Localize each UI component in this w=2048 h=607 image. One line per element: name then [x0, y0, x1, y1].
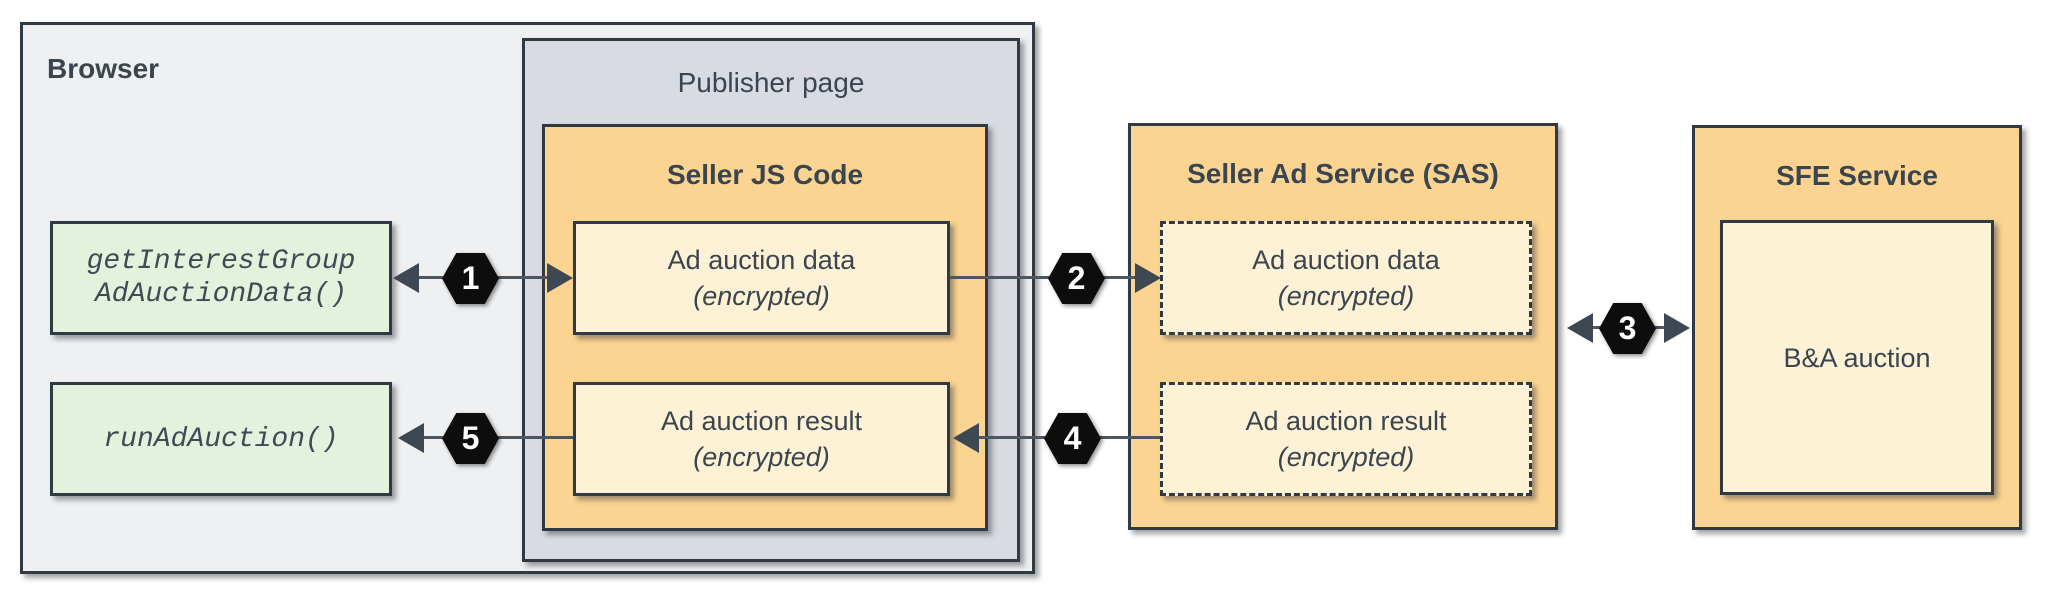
box-line1: Ad auction result — [660, 406, 863, 436]
browser-panel: Browser getInterestGroup AdAuctionData()… — [20, 22, 1035, 574]
sfe-service-panel: SFE Service B&A auction — [1692, 125, 2022, 530]
box-line2: (encrypted) — [1277, 442, 1415, 472]
api-call-line2: AdAuctionData() — [94, 279, 348, 310]
step-number: 3 — [1599, 303, 1656, 354]
box-line2: (encrypted) — [1277, 281, 1415, 311]
browser-label: Browser — [47, 53, 160, 84]
publisher-page-panel: Publisher page Seller JS Code Ad auction… — [522, 38, 1020, 562]
run-ad-auction-box: runAdAuction() — [50, 382, 392, 496]
seller-ad-service-title: Seller Ad Service (SAS) — [1187, 158, 1499, 189]
box-line2: (encrypted) — [693, 281, 830, 311]
box-label: B&A auction — [1783, 342, 1931, 373]
box-line1: Ad auction data — [1252, 245, 1440, 275]
seller-js-code-panel: Seller JS Code Ad auction data (encrypte… — [542, 124, 988, 531]
get-interest-group-ad-auction-data-box: getInterestGroup AdAuctionData() — [50, 221, 392, 335]
box-line1: Ad auction result — [1245, 406, 1447, 436]
seller-js-code-title: Seller JS Code — [666, 159, 864, 190]
api-call-line1: getInterestGroup — [86, 246, 356, 277]
sas-ad-auction-data-box: Ad auction data (encrypted) — [1160, 221, 1532, 335]
step-number: 4 — [1044, 413, 1101, 464]
box-line1: Ad auction data — [667, 245, 856, 275]
ba-auction-box: B&A auction — [1720, 220, 1994, 495]
box-line2: (encrypted) — [693, 442, 830, 472]
sfe-service-title: SFE Service — [1776, 160, 1938, 191]
js-ad-auction-data-box: Ad auction data (encrypted) — [573, 221, 950, 335]
js-ad-auction-result-box: Ad auction result (encrypted) — [573, 382, 950, 496]
sas-ad-auction-result-box: Ad auction result (encrypted) — [1160, 382, 1532, 496]
connector-3-line — [1578, 326, 1680, 329]
step-number: 2 — [1048, 253, 1105, 304]
publisher-page-label: Publisher page — [677, 67, 865, 98]
arrowhead-right-icon — [1664, 313, 1690, 343]
arrowhead-left-icon — [1567, 313, 1593, 343]
seller-ad-service-panel: Seller Ad Service (SAS) Ad auction data … — [1128, 123, 1558, 530]
api-call-label: runAdAuction() — [103, 423, 339, 455]
